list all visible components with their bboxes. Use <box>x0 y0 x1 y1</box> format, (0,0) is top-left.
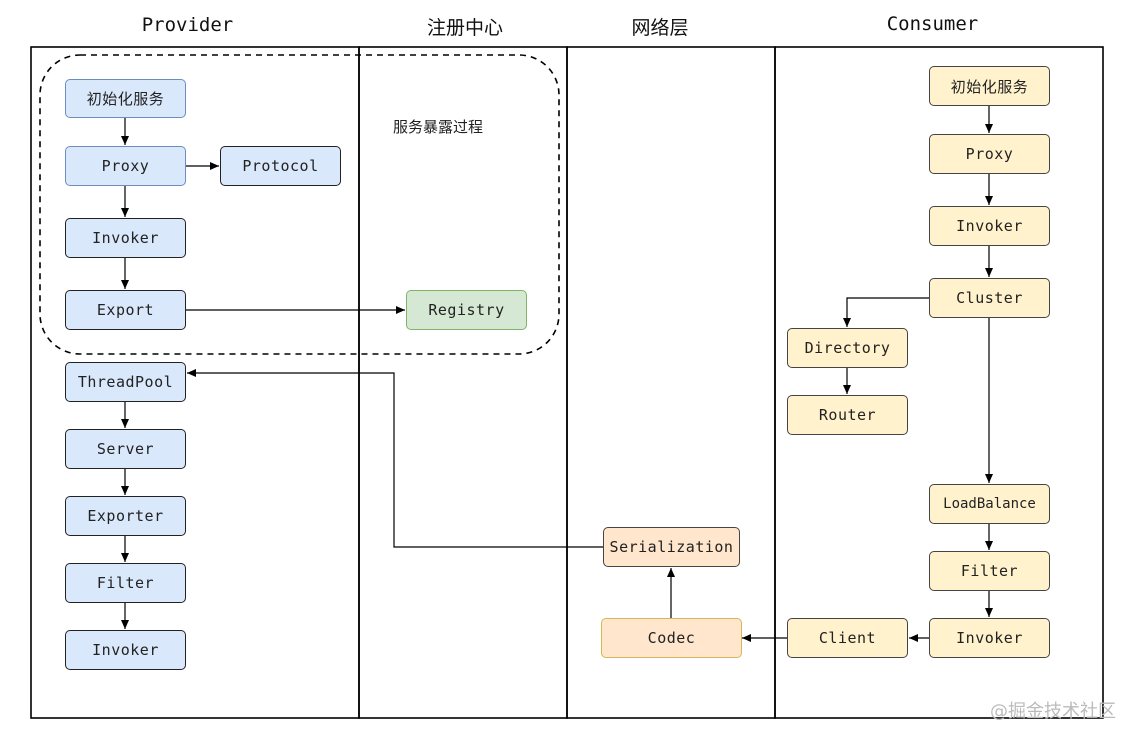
edge-serialization-threadpool <box>187 369 603 548</box>
provider-exporter-node: Exporter <box>65 496 186 536</box>
edge-cluster-directory <box>843 297 929 327</box>
provider-threadpool-node: ThreadPool <box>65 362 186 402</box>
consumer-loadbalance-node: LoadBalance <box>929 484 1050 524</box>
registry-header: 注册中心 <box>426 17 503 39</box>
consumer-cluster-node: Cluster <box>929 278 1050 318</box>
provider-filter-node: Filter <box>65 563 186 603</box>
provider-server-node: Server <box>65 429 186 469</box>
provider-export-node: Export <box>65 290 186 330</box>
network-header: 网络层 <box>631 17 689 39</box>
consumer-init-node: 初始化服务 <box>929 66 1050 106</box>
exposure-label: 服务暴露过程 <box>393 118 484 136</box>
consumer-filter-node: Filter <box>929 551 1050 591</box>
registry-node: Registry <box>406 290 527 330</box>
consumer-client-node: Client <box>787 618 908 658</box>
consumer-router-node: Router <box>787 395 908 435</box>
watermark-text: @掘金技术社区 <box>990 701 1116 722</box>
provider-init-node: 初始化服务 <box>65 79 186 118</box>
consumer-header: Consumer <box>886 13 979 35</box>
provider-proxy-node: Proxy <box>65 146 186 186</box>
provider-invoker-node: Invoker <box>65 218 186 258</box>
consumer-invoker2-node: Invoker <box>929 618 1050 658</box>
consumer-invoker-node: Invoker <box>929 206 1050 246</box>
consumer-directory-node: Directory <box>787 328 908 368</box>
provider-protocol-node: Protocol <box>220 146 341 186</box>
codec-node: Codec <box>601 618 742 658</box>
registry-lane <box>358 46 568 719</box>
provider-header: Provider <box>141 14 234 36</box>
provider-invoker2-node: Invoker <box>65 630 186 670</box>
consumer-lane <box>774 46 1104 719</box>
exposure-group <box>39 54 560 355</box>
serialization-node: Serialization <box>603 527 740 567</box>
consumer-proxy-node: Proxy <box>929 134 1050 174</box>
